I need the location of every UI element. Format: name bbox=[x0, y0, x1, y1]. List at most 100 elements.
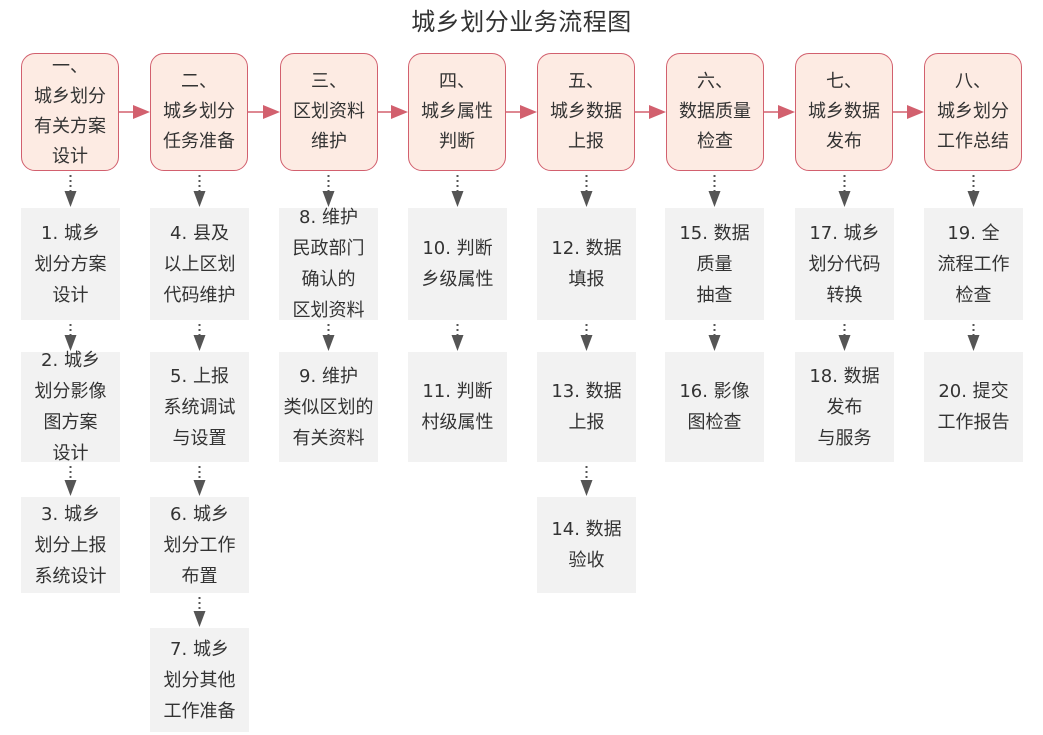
stage-label-line: 上报 bbox=[568, 131, 604, 152]
stage-arrow-head-icon bbox=[520, 105, 537, 119]
task-label-line: 8. 维护 bbox=[299, 207, 358, 228]
task-label-line: 4. 县及 bbox=[170, 222, 229, 244]
task-label-line: 区划资料 bbox=[292, 300, 365, 321]
task-label: 16. 影像图检查 bbox=[679, 376, 749, 438]
task-label: 7. 城乡划分其他工作准备 bbox=[164, 634, 236, 727]
task-label: 3. 城乡划分上报系统设计 bbox=[35, 499, 107, 592]
task-label-line: 类似区划的 bbox=[283, 396, 374, 418]
task-box: 16. 影像图检查 bbox=[665, 352, 764, 462]
stage-arrow-head-icon bbox=[778, 105, 795, 119]
stage-box: 七、城乡数据发布 bbox=[795, 53, 893, 171]
task-label-line: 划分影像 bbox=[34, 381, 107, 402]
task-box: 12. 数据填报 bbox=[537, 208, 636, 320]
task-box: 11. 判断村级属性 bbox=[408, 352, 507, 462]
stage-label-line: 检查 bbox=[697, 131, 733, 152]
stage-label-line: 城乡划分 bbox=[163, 101, 235, 122]
stage-arrow-head-icon bbox=[391, 105, 408, 119]
task-arrow-head-icon bbox=[580, 191, 593, 207]
task-box: 4. 县及以上区划代码维护 bbox=[150, 208, 249, 320]
task-arrow-head-icon bbox=[708, 335, 721, 351]
stage-arrow-head-icon bbox=[263, 105, 280, 119]
task-label-line: 3. 城乡 bbox=[41, 503, 100, 525]
task-label-line: 划分方案 bbox=[34, 253, 107, 275]
task-arrow-head-icon bbox=[322, 335, 335, 351]
task-label-line: 抽查 bbox=[696, 284, 733, 306]
task-label: 15. 数据质量抽查 bbox=[679, 218, 749, 311]
stage-number: 四、 bbox=[439, 71, 475, 92]
task-box: 3. 城乡划分上报系统设计 bbox=[21, 497, 120, 593]
task-arrow-head-icon bbox=[967, 335, 980, 351]
task-label-line: 5. 上报 bbox=[170, 365, 229, 387]
stage-box: 二、城乡划分任务准备 bbox=[150, 53, 248, 171]
task-label-line: 图检查 bbox=[687, 412, 742, 433]
task-label-line: 2. 城乡 bbox=[41, 350, 100, 371]
task-arrow-head-icon bbox=[64, 191, 77, 207]
stage-label-line: 维护 bbox=[311, 131, 347, 152]
task-label-line: 17. 城乡 bbox=[809, 222, 880, 244]
task-label-line: 7. 城乡 bbox=[170, 638, 229, 660]
stage-label-line: 区划资料 bbox=[293, 101, 365, 122]
task-label-line: 有关资料 bbox=[292, 427, 365, 449]
stage-arrow-head-icon bbox=[133, 105, 150, 119]
stage-label-line: 工作总结 bbox=[937, 131, 1009, 152]
task-label: 12. 数据填报 bbox=[551, 233, 621, 295]
task-arrow-head-icon bbox=[193, 611, 206, 627]
stage-number: 五、 bbox=[568, 71, 604, 92]
task-label-line: 划分其他 bbox=[163, 669, 236, 691]
stage-arrow-head-icon bbox=[907, 105, 924, 119]
task-box: 5. 上报系统调试与设置 bbox=[150, 352, 249, 462]
stage-number: 八、 bbox=[955, 71, 991, 92]
stage-label-line: 城乡属性 bbox=[421, 101, 493, 122]
stage-number: 一、 bbox=[52, 56, 88, 77]
task-label-line: 13. 数据 bbox=[551, 381, 622, 402]
task-label-line: 发布 bbox=[826, 396, 863, 418]
task-box: 17. 城乡划分代码转换 bbox=[795, 208, 894, 320]
task-label-line: 乡级属性 bbox=[421, 269, 494, 290]
stage-number: 六、 bbox=[697, 71, 733, 92]
task-label: 17. 城乡划分代码转换 bbox=[809, 218, 881, 311]
task-label: 18. 数据发布与服务 bbox=[809, 361, 879, 454]
task-box: 15. 数据质量抽查 bbox=[665, 208, 764, 320]
task-label-line: 9. 维护 bbox=[299, 365, 358, 387]
task-label-line: 6. 城乡 bbox=[170, 503, 229, 525]
task-arrow-head-icon bbox=[193, 480, 206, 496]
stage-label-line: 城乡划分 bbox=[937, 101, 1009, 122]
task-label-line: 以上区划 bbox=[163, 253, 236, 275]
stage-number: 三、 bbox=[311, 71, 347, 92]
task-label-line: 验收 bbox=[568, 550, 605, 571]
stage-label-line: 发布 bbox=[826, 131, 862, 152]
task-arrow-head-icon bbox=[838, 191, 851, 207]
stage-label-line: 城乡划分 bbox=[34, 86, 106, 107]
stage-box: 五、城乡数据上报 bbox=[537, 53, 635, 171]
diagram-title: 城乡划分业务流程图 bbox=[411, 8, 632, 36]
stage-label-line: 城乡数据 bbox=[808, 101, 880, 122]
task-label-line: 16. 影像 bbox=[679, 381, 750, 402]
stage-box: 四、城乡属性判断 bbox=[408, 53, 506, 171]
task-label-line: 与服务 bbox=[817, 427, 872, 449]
task-label: 6. 城乡划分工作布置 bbox=[164, 499, 236, 592]
task-box: 1. 城乡划分方案设计 bbox=[21, 208, 120, 320]
task-label-line: 质量 bbox=[696, 253, 733, 275]
task-label-line: 转换 bbox=[826, 284, 863, 306]
task-box: 8. 维护民政部门确认的区划资料 bbox=[279, 207, 378, 321]
task-label-line: 系统设计 bbox=[34, 565, 107, 587]
task-arrow-head-icon bbox=[838, 335, 851, 351]
task-arrow-head-icon bbox=[64, 480, 77, 496]
stage-box: 八、城乡划分工作总结 bbox=[924, 53, 1022, 171]
task-label-line: 检查 bbox=[955, 284, 992, 306]
task-arrow-head-icon bbox=[193, 191, 206, 207]
task-label: 11. 判断村级属性 bbox=[422, 376, 494, 438]
task-box: 18. 数据发布与服务 bbox=[795, 352, 894, 462]
task-arrow-head-icon bbox=[193, 335, 206, 351]
task-label: 20. 提交工作报告 bbox=[938, 376, 1010, 438]
task-label: 19. 全流程工作检查 bbox=[938, 218, 1010, 311]
stage-arrow-head-icon bbox=[649, 105, 666, 119]
task-label-line: 12. 数据 bbox=[551, 238, 622, 259]
task-label: 10. 判断乡级属性 bbox=[422, 233, 494, 295]
task-label-line: 18. 数据 bbox=[809, 365, 880, 387]
task-label: 4. 县及以上区划代码维护 bbox=[164, 218, 236, 311]
task-label: 13. 数据上报 bbox=[551, 376, 621, 438]
task-label-line: 19. 全 bbox=[947, 222, 1000, 244]
stage-number: 二、 bbox=[181, 71, 217, 92]
stage-label-line: 判断 bbox=[439, 131, 475, 152]
